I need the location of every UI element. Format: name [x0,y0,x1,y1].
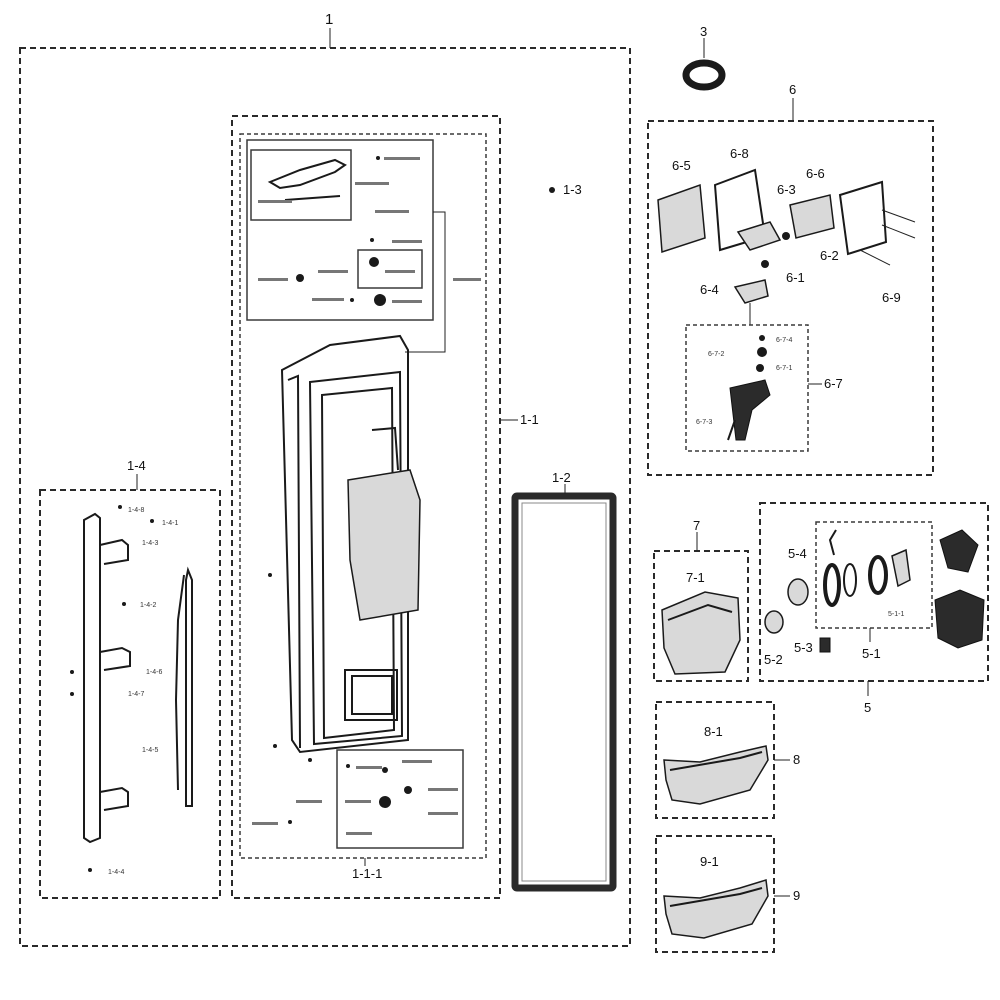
label-8-1[interactable]: 8-1 [704,724,723,739]
panel-6-5 [657,183,706,254]
label-6-7[interactable]: 6-7 [824,376,843,391]
seal-ring [682,59,726,91]
label-6-8[interactable]: 6-8 [730,146,749,161]
label-6-4[interactable]: 6-4 [700,282,719,297]
label-5-4[interactable]: 5-4 [788,546,807,561]
door-gasket [511,492,617,892]
label-6-1[interactable]: 6-1 [786,270,805,285]
label-3[interactable]: 3 [700,24,707,39]
door-handle [83,512,101,844]
label-6-7-2[interactable]: 6-7-2 [708,351,724,358]
group-6-7-frame [685,324,809,452]
label-8[interactable]: 8 [793,752,800,767]
label-1-4-2[interactable]: 1-4-2 [140,602,156,609]
door-bin-9 [663,879,769,939]
label-6-7-4[interactable]: 6-7-4 [776,337,792,344]
sub-box-bottom [336,749,464,849]
group-1-frame [19,47,631,947]
label-1-4-8[interactable]: 1-4-8 [128,507,144,514]
label-6-7-3[interactable]: 6-7-3 [696,419,712,426]
group-1-1-frame [231,115,501,899]
label-6[interactable]: 6 [789,82,796,97]
group-9-frame [655,835,775,953]
label-5-1[interactable]: 5-1 [862,646,881,661]
label-6-9[interactable]: 6-9 [882,290,901,305]
label-6-5[interactable]: 6-5 [672,158,691,173]
label-1-4-1[interactable]: 1-4-1 [162,520,178,527]
cover-5-top [939,529,979,573]
label-1-4-4[interactable]: 1-4-4 [108,869,124,876]
module-6-9 [838,180,888,256]
sub-box-top [246,139,434,321]
label-5-3[interactable]: 5-3 [794,640,813,655]
funnel-6-4 [733,279,769,304]
auger-5-1-1 [891,548,911,588]
group-5-frame [759,502,989,682]
label-6-6[interactable]: 6-6 [806,166,825,181]
sub-box-top-inner [250,149,352,221]
label-5-2[interactable]: 5-2 [764,652,783,667]
label-1-4-6[interactable]: 1-4-6 [146,669,162,676]
label-1-1[interactable]: 1-1 [520,412,539,427]
group-6-frame [647,120,934,476]
label-6-3[interactable]: 6-3 [777,182,796,197]
label-1-3[interactable]: 1-3 [563,182,582,197]
motor-5-2 [764,610,784,634]
tiny-sublabels [252,157,481,835]
label-7[interactable]: 7 [693,518,700,533]
group-1-1-1-frame [239,133,487,859]
group-7-frame [653,550,749,682]
label-7-1[interactable]: 7-1 [686,570,705,585]
label-1-2[interactable]: 1-2 [552,470,571,485]
group-5-1-frame [815,521,933,629]
dispenser-cavity [347,469,421,621]
panel-6-6 [789,194,835,239]
label-1-4[interactable]: 1-4 [127,458,146,473]
gear-5-4 [787,578,809,606]
label-1-4-5[interactable]: 1-4-5 [142,747,158,754]
label-1[interactable]: 1 [325,11,333,28]
label-6-7-1[interactable]: 6-7-1 [776,365,792,372]
dispenser-cover-part [267,158,347,190]
label-9-1[interactable]: 9-1 [700,854,719,869]
handle-cable [185,566,193,807]
ice-bucket [661,591,741,675]
housing-5-right [934,589,985,649]
part-5-3 [819,637,831,653]
sub-box-top-mid [357,249,423,289]
actuator-6-7-3 [729,379,771,441]
label-5[interactable]: 5 [864,700,871,715]
group-1-4-frame [39,489,221,899]
label-5-1-1[interactable]: 5-1-1 [888,611,904,618]
label-1-4-7[interactable]: 1-4-7 [128,691,144,698]
label-9[interactable]: 9 [793,888,800,903]
label-6-2[interactable]: 6-2 [820,248,839,263]
label-1-4-3[interactable]: 1-4-3 [142,540,158,547]
label-1-1-1[interactable]: 1-1-1 [352,866,382,881]
door-bin-8 [663,745,769,805]
